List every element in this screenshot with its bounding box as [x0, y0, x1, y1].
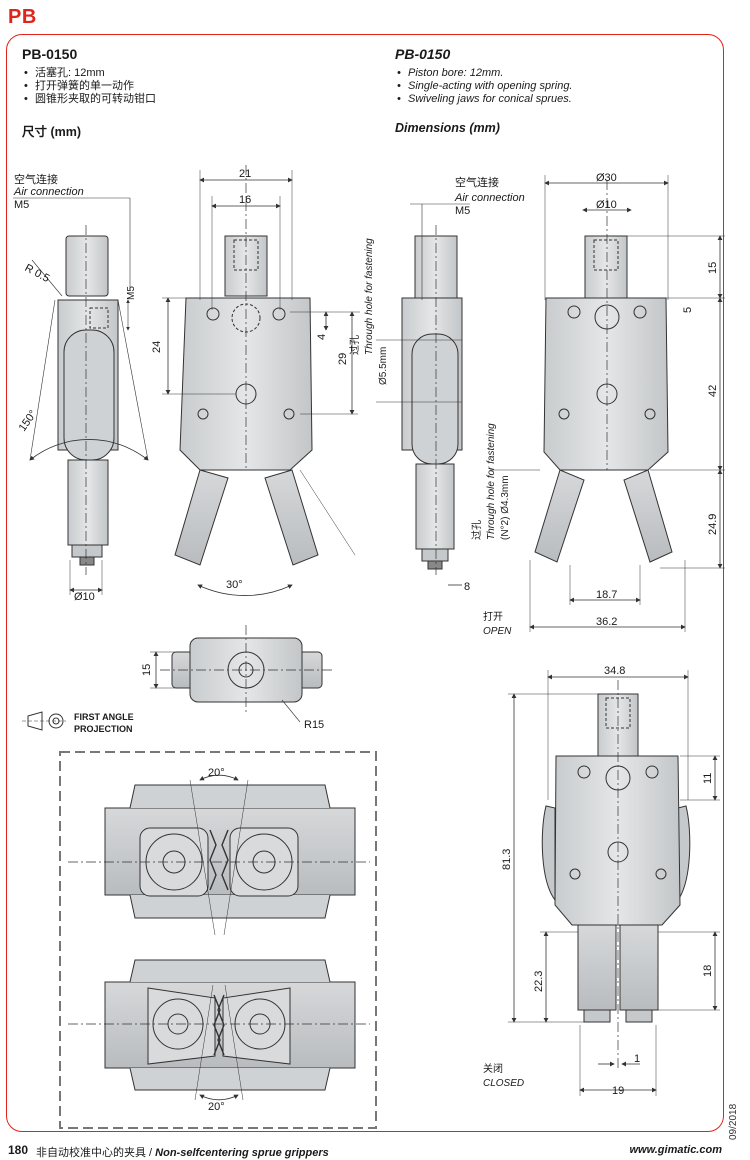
thread-label: M5	[14, 199, 29, 211]
side-view-right	[376, 203, 540, 586]
footer-title-cn: 非自动校准中心的夹具 /	[36, 1147, 156, 1159]
angle-20-upper: 20°	[208, 767, 225, 779]
dim-18-7: 18.7	[596, 589, 617, 601]
dim-15-top-view: 15	[141, 664, 153, 676]
page-number: 180	[8, 1143, 29, 1157]
closed-label-en: CLOSED	[483, 1078, 524, 1089]
dimensions-title-cn: 尺寸 (mm)	[22, 125, 82, 139]
through-hole-diameter-2: (N°2) Ø4.3mm	[500, 475, 511, 540]
dim-24-9: 24.9	[707, 514, 719, 535]
diameter-10-right: Ø10	[596, 199, 617, 211]
dim-5: 5	[682, 307, 694, 313]
website-link[interactable]: www.gimatic.com	[629, 1144, 722, 1156]
first-angle-line-1: FIRST ANGLE	[74, 712, 134, 722]
front-view-right	[529, 175, 725, 632]
dim-8: 8	[464, 581, 470, 593]
through-hole-en-1: Through hole for fastening	[364, 238, 375, 355]
side-view-left	[13, 197, 149, 595]
through-hole-diameter-1: Ø5.5mm	[378, 347, 389, 385]
radius-label: R 0.5	[23, 262, 52, 285]
spec-item: 活塞孔: 12mm	[24, 67, 156, 80]
open-label-en: OPEN	[483, 626, 512, 637]
air-connection-en: Air connection	[13, 186, 84, 198]
spec-list-cn: 活塞孔: 12mm 打开弹簧的单一动作 圆锥形夹取的可转动钳口	[24, 67, 156, 106]
through-hole-en-2: Through hole for fastening	[486, 423, 497, 540]
dim-42: 42	[707, 385, 719, 397]
diameter-10-left: Ø10	[74, 591, 95, 603]
dim-18: 18	[702, 965, 714, 977]
through-hole-cn-1: 过孔	[348, 335, 361, 355]
footer-title-en: Non-selfcentering sprue grippers	[155, 1147, 329, 1159]
angle-30: 30°	[226, 579, 243, 591]
dim-16: 16	[239, 194, 251, 206]
dim-21: 21	[239, 168, 251, 180]
dim-11: 11	[702, 773, 714, 784]
front-view-open	[162, 165, 360, 596]
air-connection-cn: 空气连接	[14, 172, 58, 186]
spec-list-en: Piston bore: 12mm. Single-acting with op…	[397, 67, 573, 106]
closed-view	[508, 670, 720, 1096]
dim-36-2: 36.2	[596, 616, 617, 628]
page-frame	[6, 34, 724, 1132]
dim-81-3: 81.3	[501, 849, 513, 870]
dim-22-3: 22.3	[533, 971, 545, 992]
revision-date: 09/2018	[728, 1103, 739, 1140]
first-angle-line-2: PROJECTION	[74, 724, 133, 734]
spec-item: Single-acting with opening spring.	[397, 80, 573, 93]
angle-20-lower: 20°	[208, 1101, 225, 1113]
open-label-cn: 打开	[483, 610, 503, 623]
thread-label-2: M5	[455, 205, 470, 217]
jaw-detail	[59, 751, 377, 1129]
top-view	[150, 625, 335, 723]
dim-4: 4	[316, 334, 328, 340]
first-angle-symbol	[22, 711, 66, 731]
radius-15: R15	[304, 719, 324, 731]
footer-title: 非自动校准中心的夹具 / Non-selfcentering sprue gri…	[36, 1144, 329, 1160]
dim-19: 19	[612, 1085, 624, 1097]
air-connection-cn-2: 空气连接	[455, 175, 499, 189]
spec-item: Swiveling jaws for conical sprues.	[397, 93, 573, 106]
diameter-30: Ø30	[596, 172, 617, 184]
model-name-en: PB-0150	[395, 46, 451, 62]
air-connection-en-2: Air connection	[454, 192, 525, 204]
dim-29: 29	[337, 353, 349, 365]
spec-item: Piston bore: 12mm.	[397, 67, 573, 80]
dim-34-8: 34.8	[604, 665, 625, 677]
model-name-cn: PB-0150	[22, 46, 78, 62]
section-tag: PB	[8, 6, 37, 28]
spec-item: 打开弹簧的单一动作	[24, 80, 156, 93]
dim-24: 24	[151, 341, 163, 353]
through-hole-cn-2: 过孔	[470, 520, 483, 540]
spec-item: 圆锥形夹取的可转动钳口	[24, 93, 156, 106]
closed-label-cn: 关闭	[483, 1062, 503, 1075]
dim-15-right: 15	[707, 262, 719, 274]
dim-1: 1	[634, 1053, 640, 1065]
dim-m5-vertical: M5	[126, 286, 137, 300]
dimensions-title-en: Dimensions (mm)	[395, 121, 500, 135]
